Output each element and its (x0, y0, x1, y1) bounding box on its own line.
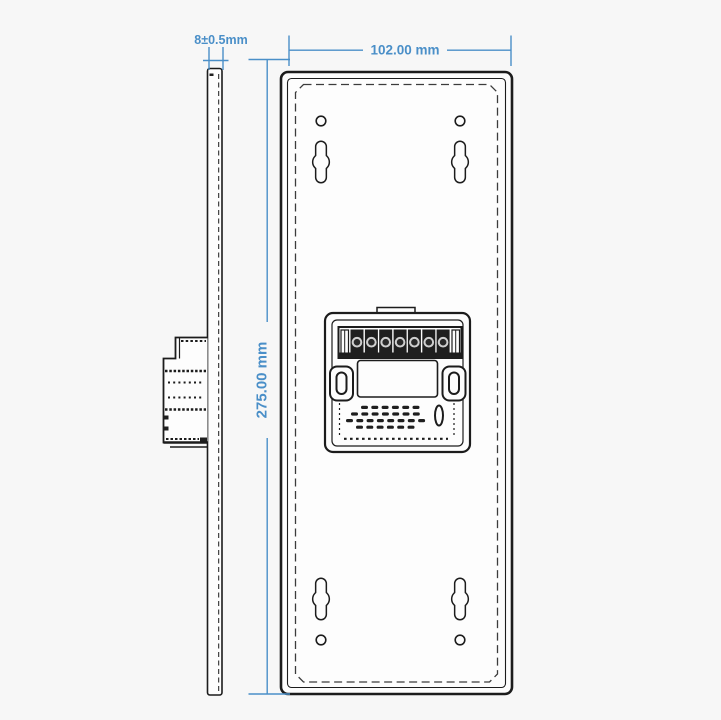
module-bottom-mark (200, 437, 207, 442)
keyhole-slot-bottom-left (311, 577, 331, 621)
vent-oval (434, 404, 444, 427)
label-window (356, 359, 439, 398)
mount-hole-bottom-left (315, 634, 327, 646)
panel-top-mark (209, 73, 214, 76)
rear-gasket-dashed-outline (294, 83, 499, 683)
mount-hole-bottom-right (454, 634, 466, 646)
connection-module (323, 306, 472, 454)
module-left-tab-1 (163, 415, 169, 420)
mounting-ear-left (329, 365, 354, 402)
rear-inner-frame (286, 77, 507, 689)
dimension-height: 275.00 mm (248, 58, 290, 695)
height-dimension-label: 275.00 mm (254, 342, 271, 419)
terminal-block (337, 326, 463, 359)
screw-icon (366, 336, 377, 348)
screw-icon (409, 336, 420, 348)
terminal-block-base (339, 352, 461, 358)
rear-module-side-profile (162, 336, 208, 448)
screw-icon (423, 336, 435, 348)
terminal-screws (350, 329, 450, 355)
side-view (162, 67, 223, 696)
dimension-width: 102.00 mm (288, 35, 512, 66)
dimension-thickness: 8±0.5mm (194, 33, 248, 70)
mounting-ear-right (441, 365, 467, 402)
module-left-tab-2 (163, 426, 169, 431)
screw-icon (380, 336, 392, 348)
keyhole-slot-top-left (311, 140, 331, 184)
mount-hole-top-right (454, 115, 466, 127)
screw-icon (394, 336, 406, 348)
width-dimension-label: 102.00 mm (370, 43, 439, 58)
thickness-dimension-label: 8±0.5mm (194, 33, 247, 47)
screw-icon (437, 336, 449, 348)
mount-hole-top-left (315, 115, 327, 127)
vent-grid (346, 405, 426, 429)
keyhole-slot-bottom-right (450, 577, 470, 621)
panel-side-profile (206, 67, 223, 696)
ear-slot (448, 371, 460, 395)
module-outline (162, 336, 208, 444)
keyhole-slot-top-right (450, 140, 470, 184)
ear-slot (335, 371, 348, 395)
screw-icon (351, 336, 363, 348)
rear-view (279, 70, 514, 696)
